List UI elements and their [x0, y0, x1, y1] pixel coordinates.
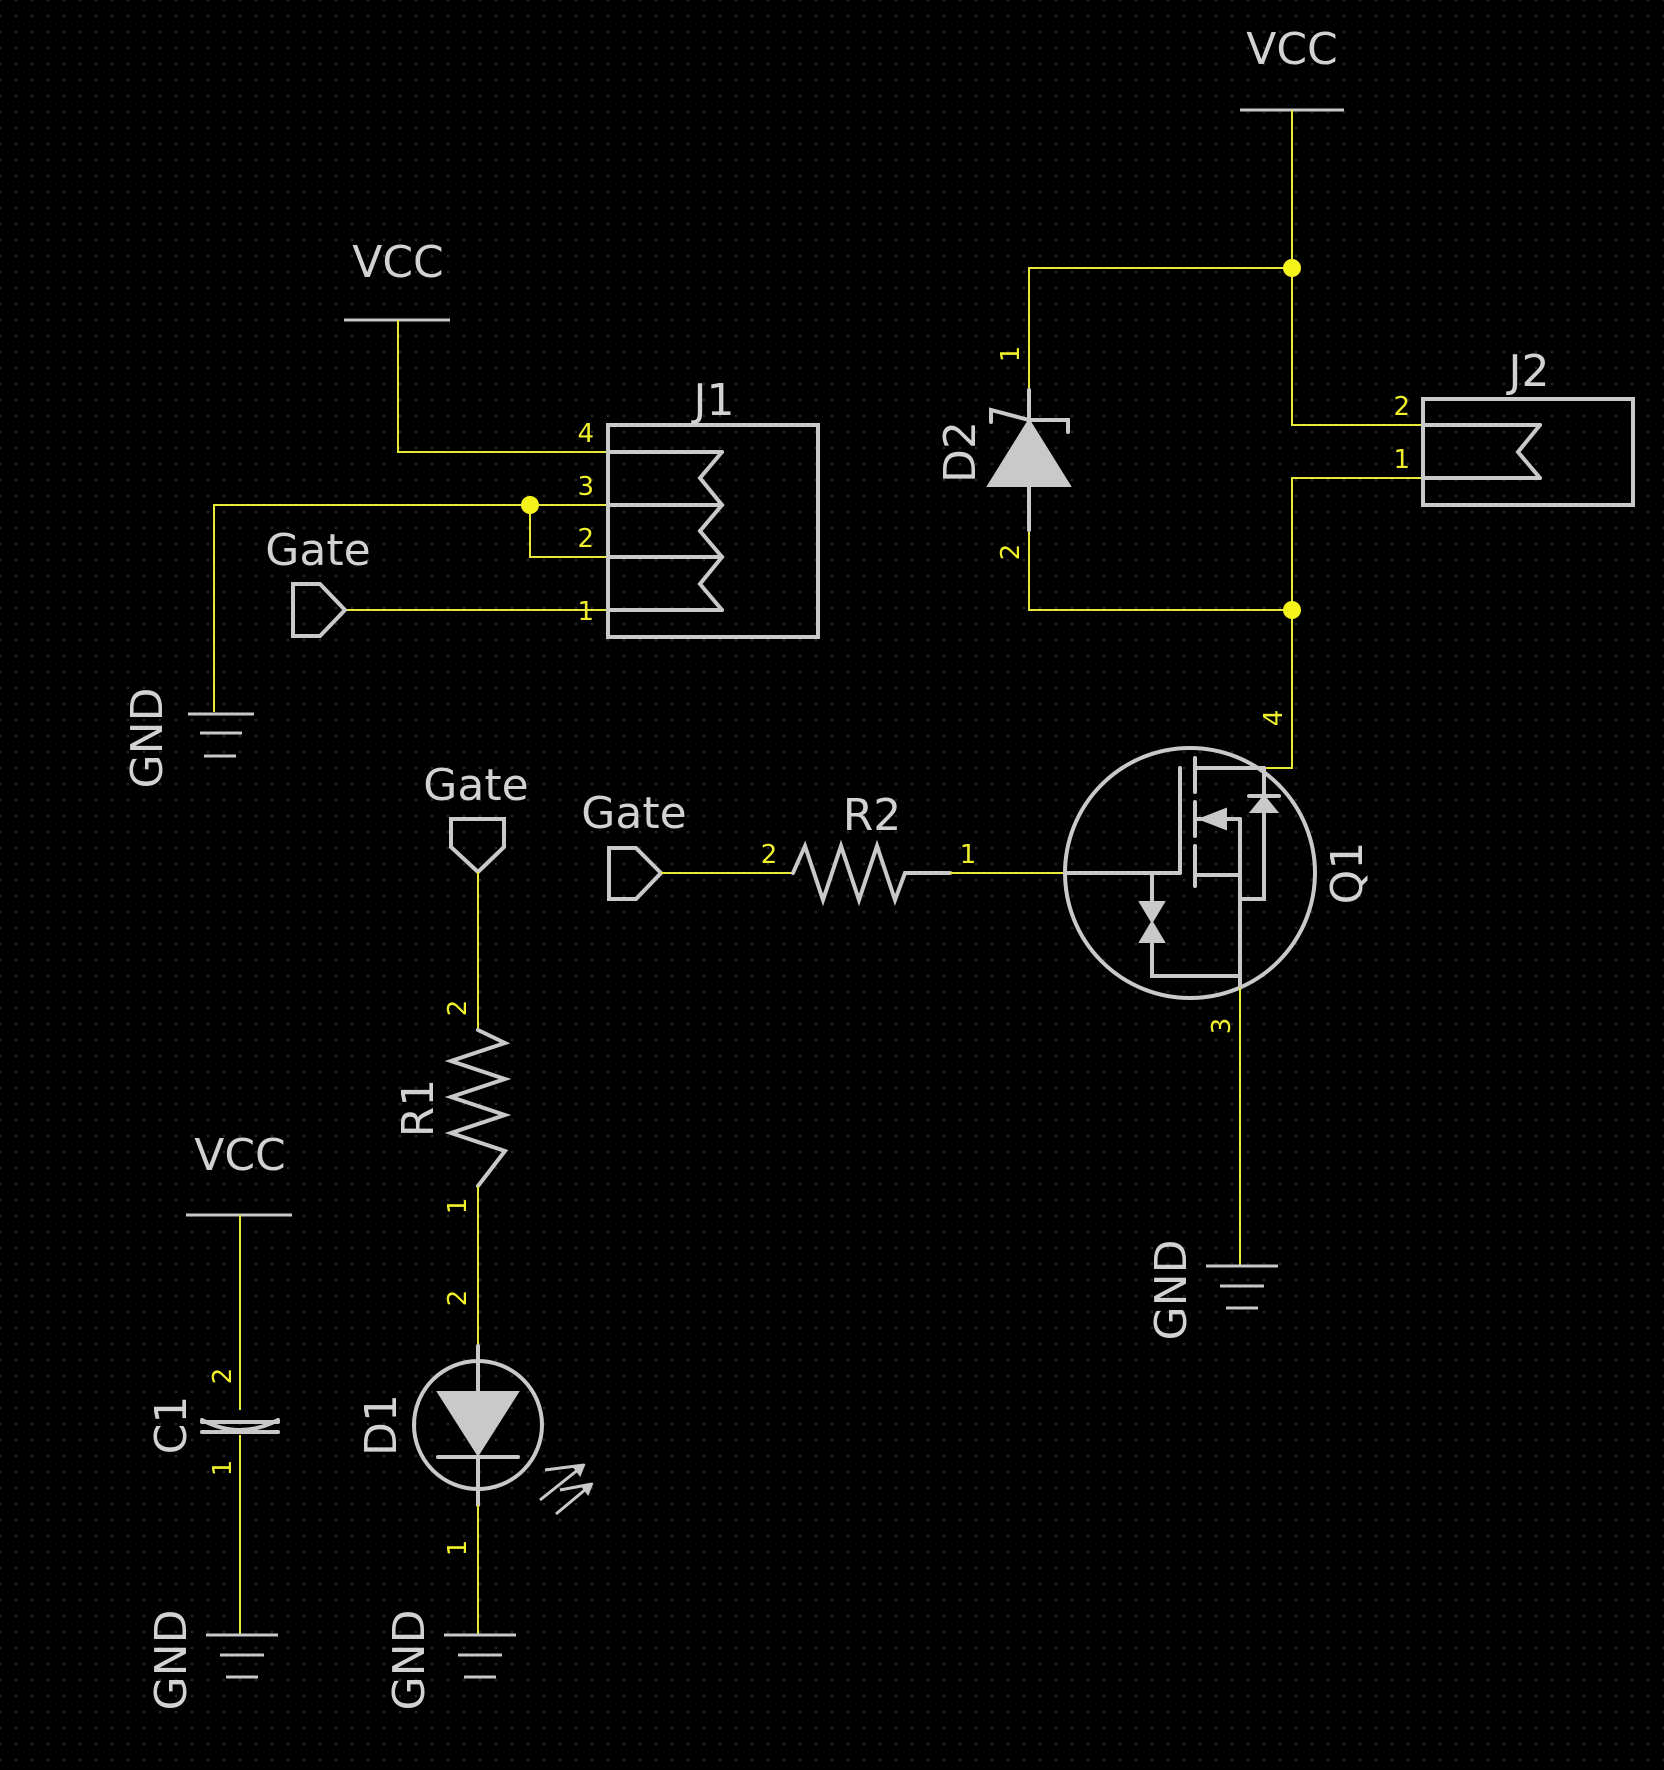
d2-pin-1: 1	[996, 346, 1026, 363]
junction-dot	[1283, 259, 1301, 277]
wire-d2-pin2	[1028, 530, 1292, 611]
wire-vcc-j1-pin4	[397, 320, 608, 453]
j2-pin-1: 1	[1393, 445, 1410, 475]
wire-j1-pin2	[529, 505, 608, 558]
r1-pin-2: 2	[443, 1000, 473, 1017]
gnd-symbol-q1[interactable]: GND	[1146, 1240, 1278, 1341]
r2-ref: R2	[843, 790, 902, 841]
j2-pin-2: 2	[1393, 392, 1410, 422]
q1-pin-3: 3	[1207, 1018, 1237, 1035]
led-d1[interactable]: D1 2 1	[356, 1290, 594, 1557]
wire-q1-drain	[1240, 610, 1293, 769]
vcc-symbol-j1[interactable]: VCC	[344, 237, 450, 322]
wire-j2-pin2	[1291, 268, 1423, 426]
gnd-symbol-d1[interactable]: GND	[384, 1610, 516, 1711]
gate-port-r2[interactable]: Gate	[581, 788, 687, 901]
j1-ref: J1	[691, 375, 735, 426]
junction-dot	[521, 496, 539, 514]
wire-j2-pin1	[1291, 477, 1423, 610]
vcc-symbol-top[interactable]: VCC	[1240, 24, 1344, 112]
gate-label: Gate	[423, 760, 528, 811]
q1-ref: Q1	[1322, 842, 1373, 905]
c1-pin-2: 2	[208, 1368, 238, 1385]
gnd-label: GND	[146, 1610, 197, 1711]
gate-label: Gate	[581, 788, 686, 839]
diode-d2[interactable]: D2 1 2	[935, 346, 1072, 561]
resistor-r2[interactable]: R2 2 1	[761, 790, 977, 907]
vcc-label: VCC	[1246, 24, 1338, 75]
q1-pin-4: 4	[1259, 710, 1289, 727]
mosfet-q1[interactable]: Q1 4 3	[1063, 710, 1373, 1035]
c1-ref: C1	[146, 1396, 197, 1455]
c1-pin-1: 1	[208, 1460, 238, 1477]
vcc-symbol-c1[interactable]: VCC	[186, 1130, 292, 1217]
resistor-r1[interactable]: R1 2 1	[393, 1000, 512, 1215]
gnd-label: GND	[122, 688, 173, 789]
r2-pin-1: 1	[960, 840, 977, 870]
d2-pin-2: 2	[996, 544, 1026, 561]
gate-port-r1[interactable]: Gate	[423, 760, 529, 875]
d1-pin-2: 2	[443, 1290, 473, 1307]
connector-j2[interactable]: J2 1 2	[1393, 346, 1635, 507]
wire-d2-pin1	[1028, 267, 1292, 390]
gate-port-j1[interactable]: Gate	[265, 525, 371, 638]
j1-pin-1: 1	[577, 597, 594, 627]
r1-ref: R1	[393, 1079, 444, 1138]
vcc-label: VCC	[352, 237, 444, 288]
d1-ref: D1	[356, 1394, 407, 1456]
capacitor-c1[interactable]: C1 2 1	[146, 1368, 280, 1477]
gnd-label: GND	[1146, 1240, 1197, 1341]
gnd-symbol-c1[interactable]: GND	[146, 1610, 278, 1711]
j1-pin-4: 4	[577, 419, 594, 449]
r1-pin-1: 1	[443, 1198, 473, 1215]
junction-dot	[1283, 601, 1301, 619]
j1-pin-3: 3	[577, 472, 594, 502]
d1-pin-1: 1	[443, 1540, 473, 1557]
r2-pin-2: 2	[761, 840, 778, 870]
connector-j1[interactable]: J1 1 2 3 4	[577, 375, 820, 639]
gnd-symbol-j1[interactable]: GND	[122, 688, 254, 789]
vcc-label: VCC	[194, 1130, 286, 1181]
gate-label: Gate	[265, 525, 370, 576]
wire-gnd-j1-pin3	[213, 504, 608, 712]
gnd-label: GND	[384, 1610, 435, 1711]
j2-ref: J2	[1506, 346, 1550, 397]
j1-pin-2: 2	[577, 524, 594, 554]
d2-ref: D2	[935, 421, 986, 483]
